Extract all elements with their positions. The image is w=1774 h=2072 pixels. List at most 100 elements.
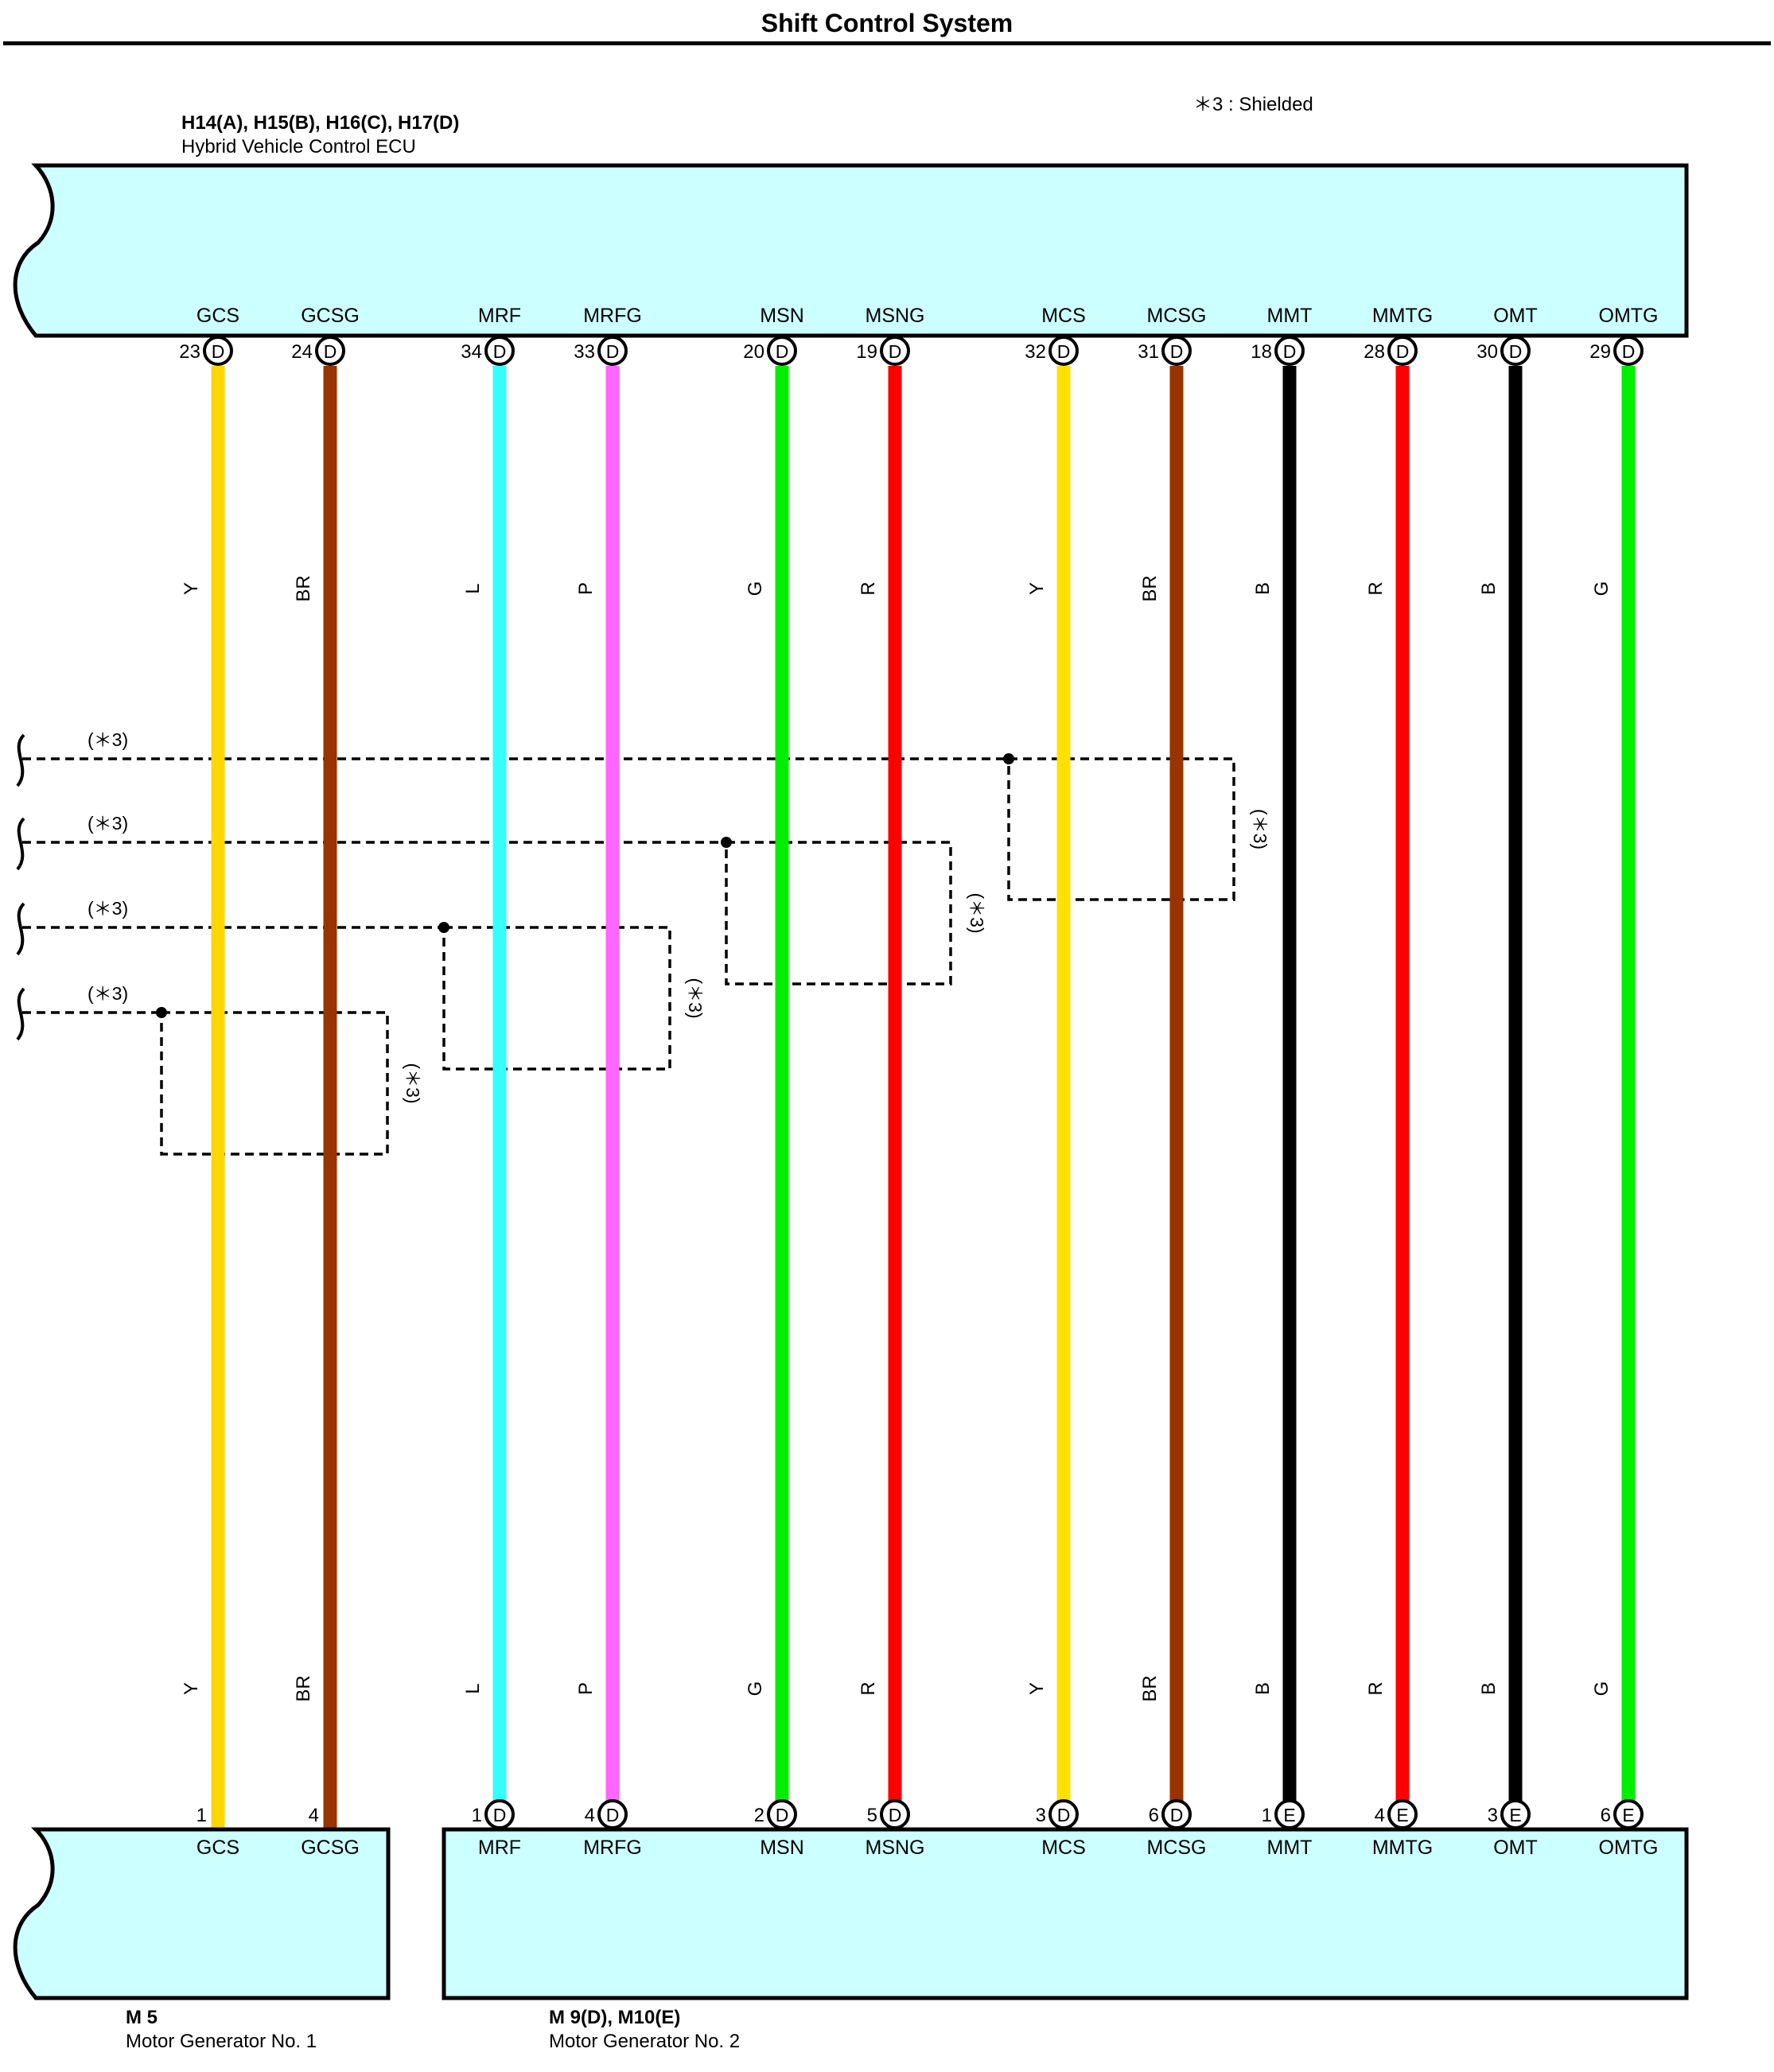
ecu-terminal-name: GCSG	[301, 305, 360, 327]
ecu-pin-connector-letter: D	[1283, 341, 1297, 362]
bottom-terminal-name: OMT	[1493, 1837, 1538, 1859]
shield-junction-dot	[438, 922, 449, 933]
bottom-pin-number: 5	[867, 1805, 877, 1826]
bottom-terminal-name: OMTG	[1599, 1837, 1659, 1859]
bottom-pin-number: 3	[1036, 1805, 1046, 1826]
ecu-pin-connector-letter: D	[606, 341, 620, 362]
bottom-terminal-name: MCS	[1041, 1837, 1086, 1859]
ecu-terminal-name: MRFG	[583, 305, 642, 327]
bottom-pin-number: 4	[1375, 1805, 1385, 1826]
m5-connector-body	[13, 1827, 391, 2000]
shield-tag: (＊3)	[88, 898, 128, 919]
ecu-terminal-name: MRF	[478, 305, 521, 327]
bottom-pin-connector-letter: E	[1622, 1805, 1634, 1825]
diagram-title: Shift Control System	[761, 9, 1013, 37]
wire-color-label-top: L	[462, 583, 484, 593]
ecu-pin-connector-letter: D	[776, 341, 789, 362]
shield-tag-vertical: (＊3)	[403, 1063, 423, 1103]
m9-m10-connector-name: M 9(D), M10(E)	[549, 2007, 680, 2028]
ecu-pin-number: 28	[1364, 341, 1385, 363]
bottom-pin-circle	[1613, 1799, 1644, 1829]
bottom-pin-connector-letter: D	[606, 1805, 620, 1825]
bottom-pin-circle	[1387, 1799, 1418, 1829]
wire-color-label-bottom: BR	[293, 1675, 314, 1701]
ecu-pin-circle	[880, 336, 910, 366]
ecu-pin-number: 30	[1476, 341, 1498, 363]
ecu-pin-circle	[203, 336, 233, 366]
shield-tag-vertical: (＊3)	[1250, 809, 1270, 849]
shield-break-mark	[16, 902, 25, 956]
wire-color-label-bottom: Y	[1026, 1682, 1048, 1695]
shield-break-mark	[16, 817, 25, 871]
ecu-pin-circle	[315, 336, 345, 366]
ecu-pin-connector-letter: D	[1509, 341, 1523, 362]
ecu-pin-number: 24	[291, 341, 313, 363]
bottom-terminal-name: MMT	[1267, 1837, 1313, 1859]
wire-group	[211, 366, 1636, 1828]
bottom-pin-number: 4	[585, 1805, 595, 1826]
m5-connector-description: Motor Generator No. 1	[126, 2031, 317, 2052]
shield-break-mark	[16, 987, 25, 1041]
shield-tag: (＊3)	[88, 983, 128, 1004]
ecu-pin-connector-letter: D	[1396, 341, 1410, 362]
shield-box	[725, 841, 952, 985]
ecu-pin-number: 32	[1025, 341, 1046, 363]
ecu-pin-connector-letter: D	[1170, 341, 1184, 362]
wire-color-label-top: P	[575, 582, 597, 595]
shield-tag-vertical: (＊3)	[967, 892, 987, 933]
bottom-pin-connector-letter: D	[776, 1805, 789, 1825]
wire-color-label-bottom: R	[858, 1681, 879, 1695]
ecu-pin-circle	[767, 336, 797, 366]
bottom-pin-circle	[1500, 1799, 1531, 1829]
ecu-pin-connector-letter: D	[493, 341, 507, 362]
bottom-pin-connector-letter: D	[493, 1805, 507, 1825]
ecu-terminal-name: OMT	[1493, 305, 1538, 327]
bottom-pin-number: 6	[1149, 1805, 1159, 1826]
wire-color-label-bottom: R	[1365, 1681, 1387, 1695]
bottom-terminal-name: MSN	[760, 1837, 804, 1859]
ecu-pin-number: 19	[856, 341, 877, 363]
wire-color-label-bottom: L	[462, 1683, 484, 1693]
ecu-pin-circle	[1613, 336, 1644, 366]
ecu-pin-number: 31	[1138, 341, 1159, 363]
ecu-pin-number: 18	[1251, 341, 1272, 363]
bottom-pin-number: 4	[309, 1805, 319, 1826]
bottom-terminal-name: GCSG	[301, 1837, 360, 1859]
wire-color-label-top: G	[1591, 581, 1613, 597]
wire-color-label-bottom: P	[575, 1682, 597, 1695]
wire-color-label-bottom: B	[1478, 1682, 1500, 1695]
wire-color-label-top: BR	[1139, 575, 1161, 601]
shield-junction-dot	[721, 837, 732, 848]
bottom-pin-connector-letter: D	[889, 1805, 902, 1825]
ecu-pin-number: 23	[179, 341, 200, 363]
shield-box	[160, 1011, 389, 1156]
wire-color-label-top: Y	[181, 582, 202, 595]
m9-m10-connector-body	[442, 1827, 1689, 2000]
bottom-terminal-name: MRF	[478, 1837, 521, 1859]
wire-color-label-bottom: G	[745, 1681, 766, 1697]
ecu-pin-connector-letter: D	[889, 341, 902, 362]
wire-color-label-top: R	[1365, 581, 1387, 595]
bottom-pin-connector-letter: E	[1509, 1805, 1521, 1825]
bottom-pin-number: 1	[1262, 1805, 1272, 1826]
wire-color-label-top: Y	[1026, 582, 1048, 595]
shield-junction-dot	[1003, 753, 1014, 764]
ecu-pin-connector-letter: D	[1622, 341, 1636, 362]
bottom-pin-connector-letter: D	[1170, 1805, 1184, 1825]
wire-color-label-top: B	[1478, 582, 1500, 595]
bottom-pin-number: 1	[196, 1805, 207, 1826]
shield-tag-vertical: (＊3)	[685, 978, 706, 1018]
ecu-connector-body	[13, 163, 1689, 338]
ecu-pin-circle	[1500, 336, 1531, 366]
ecu-pin-number: 20	[743, 341, 764, 363]
wire-color-label-top: G	[745, 581, 766, 597]
shielded-legend: ＊3 : Shielded	[1193, 94, 1313, 115]
bottom-pin-number: 6	[1601, 1805, 1611, 1826]
bottom-pin-connector-letter: E	[1283, 1805, 1295, 1825]
ecu-terminal-name: MSNG	[866, 305, 925, 327]
bottom-pin-circle	[1048, 1799, 1079, 1829]
ecu-pin-circle	[597, 336, 628, 366]
shield-tag: (＊3)	[88, 813, 128, 834]
wire-color-label-top: R	[858, 581, 879, 595]
bottom-pin-connector-letter: E	[1396, 1805, 1408, 1825]
